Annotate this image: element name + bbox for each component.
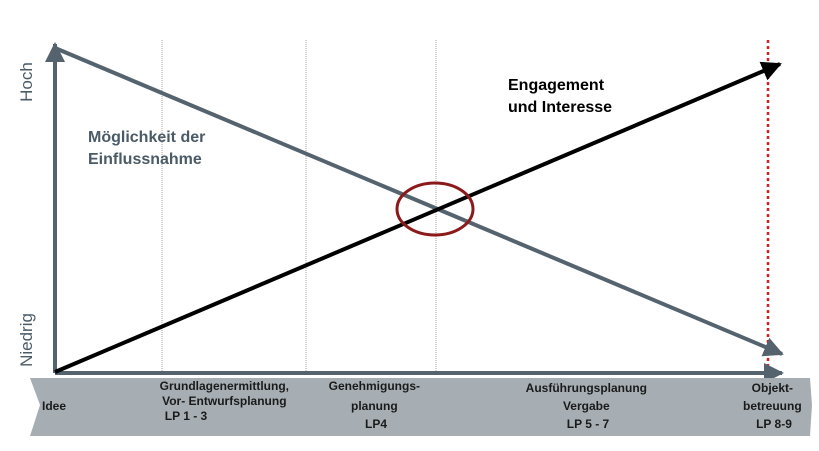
phase-chevron-lp5-7 [432, 378, 740, 436]
phase-label-lp8-9: Objekt- betreuung LP 8-9 [743, 381, 805, 431]
phase-chevron-lp1-3 [66, 378, 320, 436]
engagement-line [54, 61, 782, 374]
phase-label-lp4: Genehmigungs- planung LP4 [329, 379, 424, 431]
phase-label-lp5-7: Ausführungsplanung Vergabe LP 5 - 7 [526, 381, 651, 431]
influence-label: Möglichkeit der Einflussnahme [88, 129, 210, 168]
y-axis-high-label: Hoch [17, 62, 36, 102]
y-axis-low-label: Niedrig [17, 313, 36, 367]
phase-dividers [161, 40, 437, 372]
phase-chevron-lp8-9 [722, 378, 812, 436]
engagement-label: Engagement und Interesse [508, 77, 612, 116]
phase-chevron-lp4 [300, 378, 450, 436]
phase-label-idee: Idee [42, 399, 66, 413]
phase-label-lp1-3: Grundlagenermittlung, Vor- Entwurfsplanu… [160, 379, 293, 423]
intersection-marker [395, 181, 475, 237]
influence-line [54, 46, 784, 357]
phase-band [30, 378, 812, 436]
